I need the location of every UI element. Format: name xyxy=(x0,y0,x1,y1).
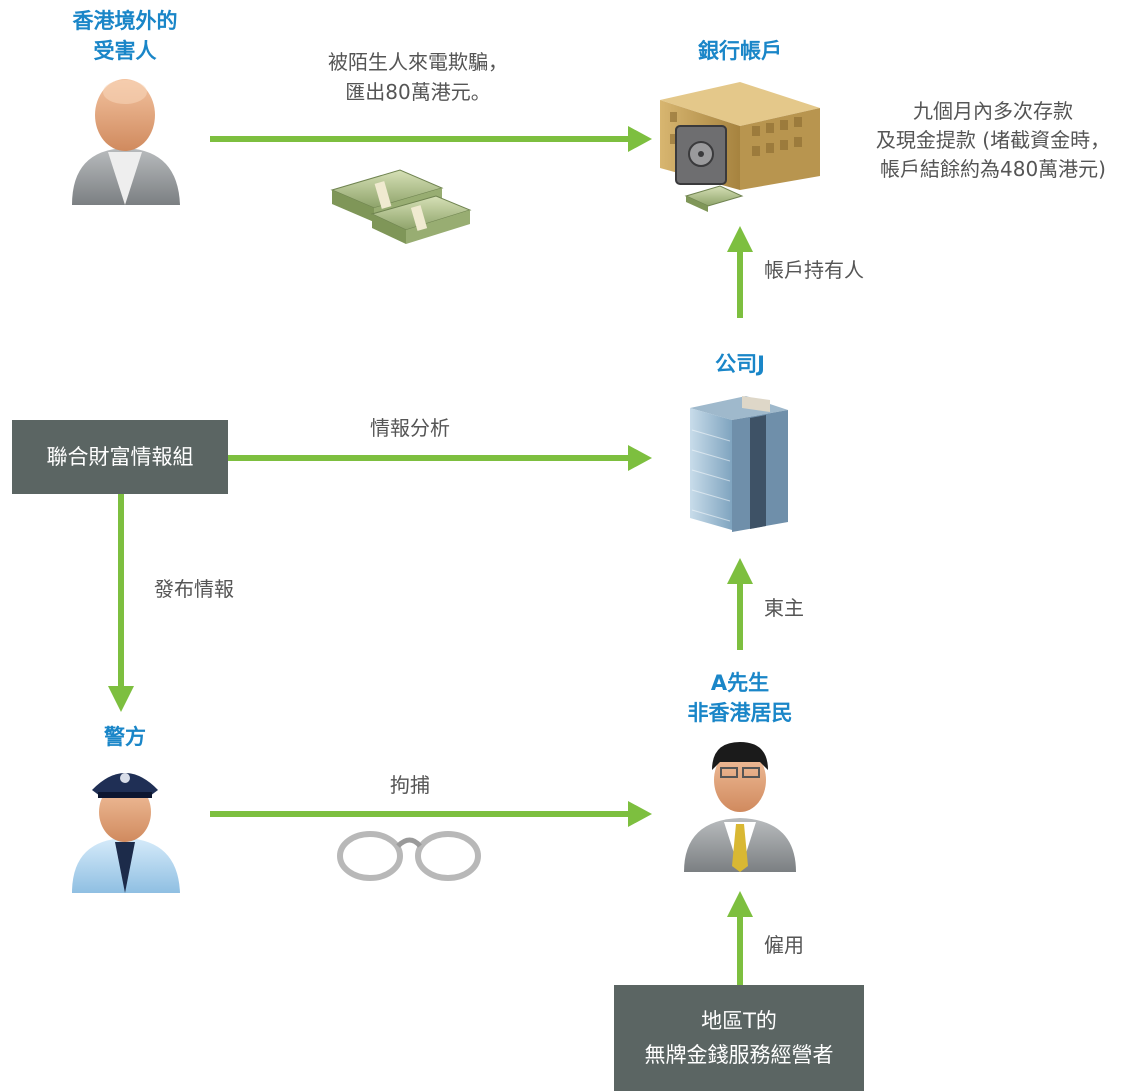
arrow-company-to-bank xyxy=(727,226,753,318)
edge-label-jfiu-to-police: 發布情報 xyxy=(154,577,234,601)
jfiu-label: 聯合財富情報組 xyxy=(46,445,194,469)
edge-label-victim-to-bank: 被陌生人來電欺騙， 匯出80萬港元。 xyxy=(328,50,508,104)
edge-label-a-to-company: 東主 xyxy=(764,596,804,620)
office-tower-icon xyxy=(690,396,788,532)
edge-label-company-to-bank: 帳戶持有人 xyxy=(764,258,864,282)
businessman-icon xyxy=(684,742,796,872)
bank-note: 九個月內多次存款 及現金提款 (堵截資金時， 帳戶結餘約為480萬港元) xyxy=(875,99,1111,181)
victim-person-icon xyxy=(72,79,180,205)
arrow-jfiu-to-police xyxy=(108,494,134,712)
money-stack-icon xyxy=(330,169,472,244)
arrow-police-to-a xyxy=(210,801,652,827)
bank-building-icon xyxy=(660,82,820,212)
mr-a-title: A先生 非香港居民 xyxy=(687,671,793,725)
arrow-operator-to-a xyxy=(727,891,753,985)
handcuffs-icon xyxy=(337,831,481,881)
company-title: 公司J xyxy=(715,352,765,376)
bank-title: 銀行帳戶 xyxy=(698,39,782,63)
arrow-victim-to-bank xyxy=(210,126,652,152)
arrow-jfiu-to-company xyxy=(228,445,652,471)
police-officer-icon xyxy=(72,773,180,893)
victim-title: 香港境外的 受害人 xyxy=(72,9,178,63)
edge-label-police-to-a: 拘捕 xyxy=(390,773,430,797)
arrow-a-to-company xyxy=(727,558,753,650)
police-title: 警方 xyxy=(104,725,146,749)
jfiu-box: 聯合財富情報組 xyxy=(12,420,228,494)
edge-label-operator-to-a: 僱用 xyxy=(764,933,804,957)
edge-label-jfiu-to-company: 情報分析 xyxy=(370,416,450,440)
operator-box: 地區T的 無牌金錢服務經營者 xyxy=(614,985,864,1091)
